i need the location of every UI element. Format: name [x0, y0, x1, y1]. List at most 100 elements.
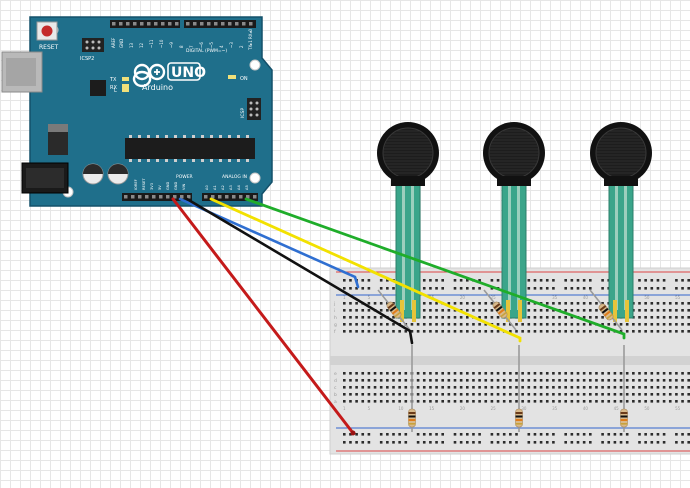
txrx-label: TX▸1 RX◂0: [248, 28, 253, 51]
wires: [171, 197, 626, 436]
icsp-label: ICSP: [240, 108, 246, 118]
force-sensitive-resistor-1: [377, 122, 439, 322]
power-pin-label: 3V3: [150, 183, 154, 190]
reset-label: RESET: [39, 44, 59, 51]
breadboard-column-number: 35: [552, 295, 558, 300]
breadboard-column-number: 1: [343, 295, 346, 300]
atmega-microcontroller: [125, 138, 255, 159]
analog-pin-label: A5: [245, 185, 249, 190]
force-sensitive-resistor-3: [590, 122, 652, 322]
digital-pin-label: ~10: [159, 39, 164, 48]
black-wire-gnd: [185, 197, 414, 345]
analog-pin-label: A4: [237, 185, 241, 190]
breadboard-row-letter: e: [334, 372, 337, 377]
red-wire-5v: [171, 197, 355, 435]
analog-label: ANALOG IN: [222, 174, 247, 180]
led-tx: [122, 77, 129, 81]
breadboard-column-number: 20: [460, 406, 466, 411]
icsp-header: [247, 98, 261, 120]
breadboard-column-number: 25: [491, 295, 497, 300]
analog-pin-label: A0: [205, 185, 209, 190]
breadboard-column-number: 40: [583, 295, 589, 300]
breadboard-row-letter: a: [334, 400, 337, 405]
breadboard-row-letter: c: [334, 386, 337, 391]
pulldown-resistor-2: [515, 345, 523, 432]
power-pin-header: [122, 193, 192, 201]
breadboard-column-number: 30: [521, 406, 527, 411]
pulldown-resistor-3: [620, 345, 628, 432]
breadboard-row-letter: h: [334, 315, 337, 321]
breadboard-column-number: 5: [368, 295, 371, 300]
brand-label: Arduino: [142, 83, 173, 92]
force-sensitive-resistor-2: [483, 122, 545, 322]
blue-wire-gnd: [178, 197, 360, 289]
tx-label: TX: [109, 77, 117, 83]
breadboard-column-number: 40: [583, 406, 589, 411]
breadboard-column-number: 45: [614, 406, 620, 411]
breadboard-column-number: 10: [398, 406, 404, 411]
digital-pin-label: ~3: [229, 42, 234, 48]
power-pin-label: RESET: [142, 178, 146, 190]
breadboard-column-number: 55: [675, 406, 681, 411]
reset-button: [41, 25, 53, 37]
breadboard-row-letter: i: [334, 308, 335, 314]
icsp2-label: ICSP2: [80, 56, 94, 62]
l-label: L: [114, 88, 117, 94]
breadboard-row-letter: j: [333, 301, 335, 307]
yellow-wire-a0: [209, 197, 522, 343]
power-pin-label: VIN: [182, 183, 186, 190]
breadboard-column-number: 15: [429, 406, 435, 411]
led-on: [228, 75, 236, 79]
digital-pin-label: ~5: [209, 42, 214, 48]
led-rx: [122, 84, 129, 88]
digital-label: DIGITAL (PWM=~): [186, 48, 227, 54]
analog-pin-label: A2: [221, 185, 225, 190]
breadboard-row-letter: d: [334, 378, 337, 384]
voltage-regulator: [48, 131, 68, 155]
power-pin-label: GND: [174, 182, 178, 190]
analog-pin-header: [202, 193, 258, 201]
breadboard-column-number: 50: [644, 406, 650, 411]
gnd-label: GND: [119, 39, 124, 48]
power-label: POWER: [176, 174, 193, 180]
aref-label: AREF: [111, 37, 116, 48]
analog-pin-label: A1: [213, 185, 217, 190]
model-label: UNO: [171, 65, 206, 81]
icsp2-header: [82, 38, 104, 52]
digital-pin-label: ~11: [149, 39, 154, 48]
digital-pin-label: 2: [239, 45, 244, 48]
digital-pin-label: ~9: [169, 42, 174, 48]
breadboard-row-letter: b: [334, 392, 337, 398]
breadboard-column-number: 25: [491, 406, 497, 411]
breadboard-column-number: 50: [644, 295, 650, 300]
pulldown-resistor-1: [408, 345, 416, 432]
breadboard-column-number: 1: [343, 406, 346, 411]
power-pin-label: GND: [166, 182, 170, 190]
pulldown-resistor-2-top: [483, 289, 517, 331]
breadboard-row-letter: f: [334, 329, 336, 335]
power-pin-label: 5V: [158, 185, 162, 190]
breadboard-column-number: 20: [460, 295, 466, 300]
led-l: [122, 88, 129, 92]
breadboard-column-number: 55: [675, 295, 681, 300]
usb-chip: [90, 80, 106, 96]
breadboard-column-number: 35: [552, 406, 558, 411]
on-label: ON: [240, 76, 248, 82]
analog-pin-label: A3: [229, 185, 233, 190]
pulldown-resistor-3-top: [589, 289, 623, 331]
rx-label: RX: [110, 85, 117, 91]
digital-pin-label: 8: [179, 45, 184, 48]
green-wire-a1: [244, 197, 626, 340]
digital-pin-label: 4: [219, 45, 224, 48]
power-pin-label: IOREF: [134, 179, 138, 190]
arduino-logo: [132, 63, 166, 88]
breadboard-column-number: 5: [368, 406, 371, 411]
center-channel: [330, 356, 690, 365]
digital-pin-label: ~6: [199, 42, 204, 48]
breadboard-row-letter: g: [334, 323, 337, 328]
pulldown-resistor-1-top: [377, 289, 411, 331]
digital-pin-label: 13: [129, 42, 134, 48]
